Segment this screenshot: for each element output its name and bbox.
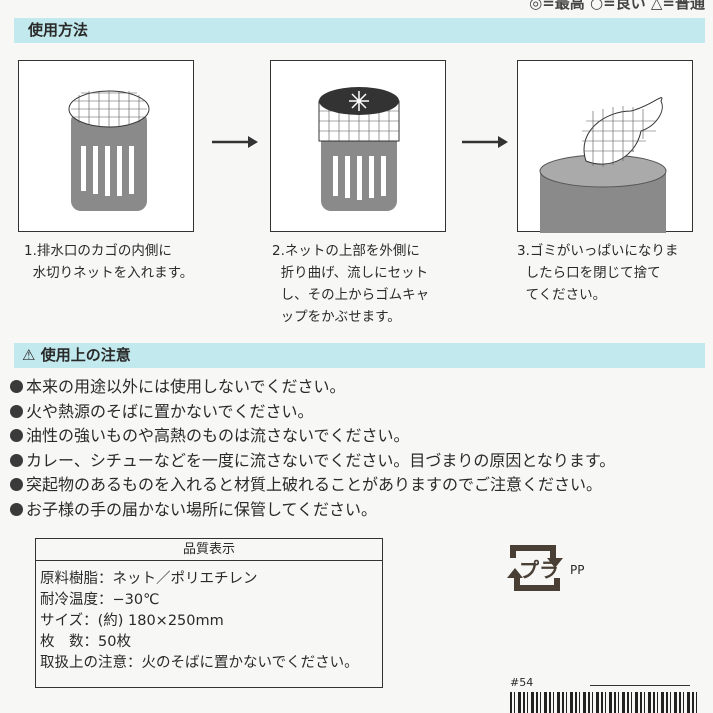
recycle-icon: プラ [505,540,565,596]
quality-line: 取扱上の注意：火のそばに置かないでください。 [40,655,359,671]
quality-line: 耐冷温度：−30℃ [40,592,160,608]
list-item: 本来の用途以外には使用しないでください。 [10,375,615,400]
material-code: PP [570,563,585,577]
arrow-icon [212,136,258,148]
step-1-caption: 1.排水口のカゴの内側に 水切りネットを入れます。 [24,243,194,281]
recycle-mark: プラ [519,558,559,582]
list-item: 突起物のあるものを入れると材質上破れることがありますのでご注意ください。 [10,473,615,498]
list-item: 油性の強いものや高熱のものは流さないでください。 [10,424,615,449]
step-3-illustration [517,60,693,233]
step-3-caption: 3.ゴミがいっぱいになりま したら口を閉じて捨て てください。 [517,243,679,303]
arrow-icon [462,136,508,148]
list-item: カレー、シチューなどを一度に流さないでください。目づまりの原因となります。 [10,449,615,474]
quality-line: 枚 数：50枚 [40,634,131,650]
divider [590,685,690,686]
step-2-caption: 2.ネットの上部を外側に 折り曲げ、流しにセット し、その上からゴムキャ ップを… [272,243,430,325]
barcode [510,692,700,713]
quality-title: 品質表示 [36,539,382,561]
product-code: #54 [510,676,534,689]
warning-icon: ⚠ [22,346,36,364]
list-item: 火や熱源のそばに置かないでください。 [10,400,615,425]
step-2-illustration [270,60,446,232]
list-item: お子様の手の届かない場所に保管してください。 [10,498,615,523]
cautions-header: ⚠ 使用上の注意 [14,343,705,368]
usage-header: 使用方法 [14,18,705,43]
cautions-title: 使用上の注意 [40,346,131,364]
quality-line: 原料樹脂：ネット／ポリエチレン [40,571,258,587]
quality-label-box: 品質表示 原料樹脂：ネット／ポリエチレン 耐冷温度：−30℃ サイズ：(約) 1… [35,538,383,688]
quality-line: サイズ：(約) 180×250mm [40,613,224,629]
step-1-illustration [18,60,194,232]
cautions-list: 本来の用途以外には使用しないでください。 火や熱源のそばに置かないでください。 … [10,375,615,522]
rating-legend: ◎=最高 ○=良い △=普通 [529,0,705,12]
